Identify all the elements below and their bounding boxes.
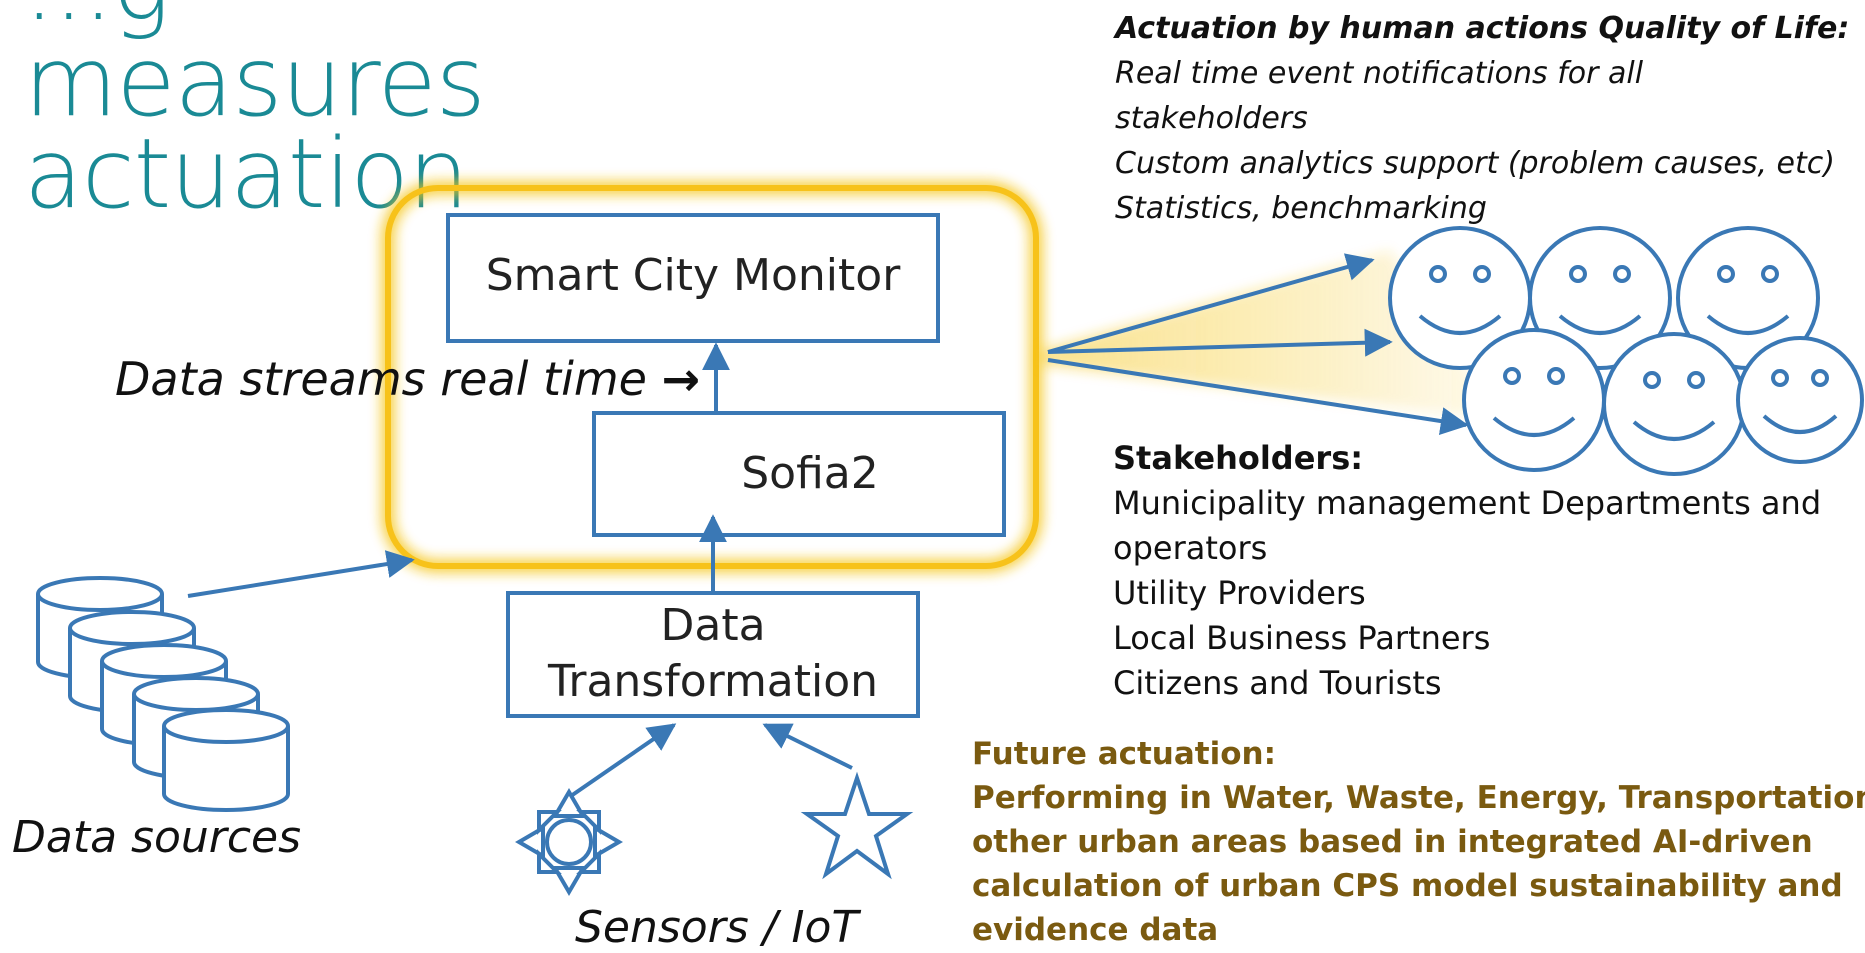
sofia2-box: [592, 411, 1006, 537]
data-streams-label: Data streams real time →: [115, 352, 700, 406]
smart-city-monitor-label: Smart City Monitor: [485, 250, 901, 301]
sofia2-label: Sofia2: [741, 448, 879, 499]
arrow-to-faces-top: [1047, 253, 1375, 354]
sun-sensor-icon: [515, 788, 623, 896]
actuation-block: Actuation by human actions Quality of Li…: [1115, 6, 1849, 231]
future-heading: Future actuation:: [972, 736, 1277, 772]
stakeholder-item: Municipality management Departments and: [1113, 484, 1822, 522]
sensors-label: Sensors / IoT: [575, 902, 859, 953]
stakeholder-item: Local Business Partners: [1113, 619, 1491, 657]
title-line-measures: measures: [24, 26, 486, 138]
data-transformation-label-line2: Transformation: [547, 656, 879, 707]
actuation-heading: Actuation by human actions Quality of Li…: [1115, 11, 1850, 46]
stakeholders-block: Stakeholders: Municipality management De…: [1113, 436, 1821, 706]
stakeholder-faces-icon: [1388, 226, 1864, 476]
smart-city-monitor-box: [446, 213, 940, 343]
stakeholder-item: Utility Providers: [1113, 574, 1366, 612]
actuation-line: Statistics, benchmarking: [1115, 191, 1487, 226]
arrow-to-faces-mid: [1047, 328, 1393, 357]
actuation-line: stakeholders: [1115, 101, 1308, 136]
data-sources-label: Data sources: [12, 812, 302, 863]
future-line: Performing in Water, Waste, Energy, Tran…: [972, 780, 1865, 816]
future-line: evidence data: [972, 912, 1219, 948]
arrow-sun-to-transform: [566, 723, 677, 800]
actuation-line: Custom analytics support (problem causes…: [1115, 146, 1835, 181]
database-stack-icon: [36, 576, 290, 812]
stakeholders-heading: Stakeholders:: [1113, 439, 1364, 477]
arrow-datasources-to-frame: [187, 550, 415, 598]
arrow-star-to-transform: [762, 723, 853, 770]
data-streams-text: Data streams real time: [115, 352, 647, 406]
data-transformation-label-line1: Data: [660, 600, 766, 651]
star-sensor-icon: [800, 771, 914, 880]
actuation-line: Real time event notifications for all: [1115, 56, 1644, 91]
arrow-to-faces-bottom: [1047, 358, 1469, 435]
right-arrow-icon: →: [661, 352, 701, 406]
future-line: calculation of urban CPS model sustainab…: [972, 868, 1843, 904]
title-fragment-top: ...g: [24, 0, 170, 34]
future-actuation-block: Future actuation: Performing in Water, W…: [972, 732, 1865, 952]
stakeholder-item: operators: [1113, 529, 1268, 567]
stakeholder-item: Citizens and Tourists: [1113, 664, 1442, 702]
future-line: other urban areas based in integrated AI…: [972, 824, 1813, 860]
